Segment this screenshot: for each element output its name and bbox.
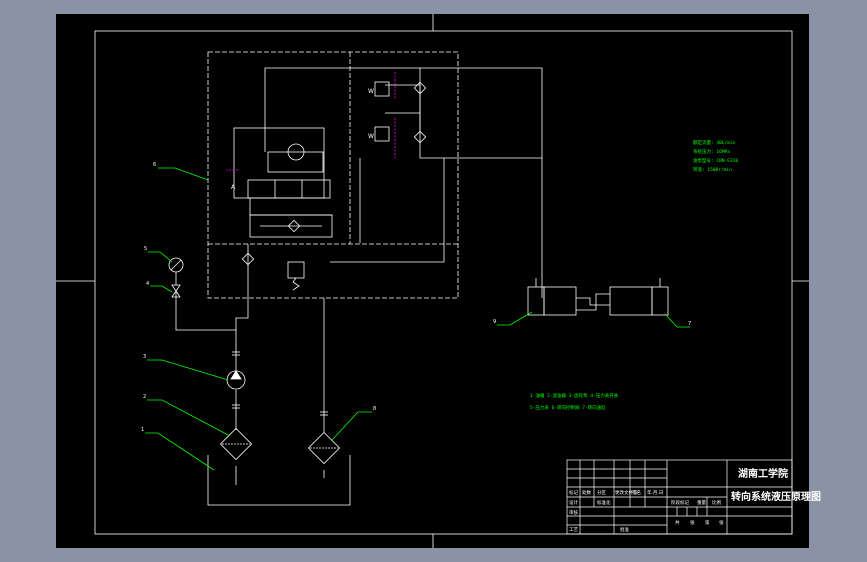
callout-5: 5	[144, 246, 147, 252]
tb-label-count: 处数	[582, 489, 591, 496]
check-valve-lower	[413, 130, 427, 144]
callout-6: 6	[153, 162, 156, 168]
title-block-labels: 标记 处数 分区 更改文件号 签名 年.月.日 设计 标准化 阶段标记 重量 比…	[569, 489, 724, 533]
tb-sheet-total: 共	[675, 519, 680, 526]
callout-8: 8	[373, 406, 376, 412]
legend-line-2: 5-压力表 6-转向控制阀 7-转向油缸	[530, 404, 606, 411]
tb-label-change: 更改文件号	[615, 489, 638, 496]
relief-valve-lower	[374, 126, 390, 142]
tb-label-mark: 标记	[569, 489, 578, 496]
check-valve-pump	[241, 252, 255, 266]
check-valve-top	[413, 81, 427, 95]
motor-symbol	[287, 143, 305, 161]
tb-label-approve: 批准	[620, 526, 629, 533]
tb-label-date: 年.月.日	[647, 489, 663, 496]
callout-4: 4	[146, 281, 149, 287]
relief-upper-label: W	[368, 88, 374, 95]
pilot-lines	[226, 72, 396, 171]
gauge-switch-valve	[171, 284, 181, 298]
legend-line-1: 1-油箱 2-滤油器 3-齿轮泵 4-压力表开关	[530, 392, 619, 399]
tb-sheet-no: 第	[705, 519, 710, 526]
tb-label-review: 审核	[569, 509, 578, 516]
check-valve-mid	[287, 219, 301, 233]
return-filter	[307, 431, 341, 465]
suction-filter	[219, 427, 253, 461]
callout-7: 7	[688, 321, 691, 327]
valve-block-boundary	[207, 51, 459, 299]
spec-line-3: 油泵型号: CBN-E310	[693, 157, 738, 164]
relief-valve-upper	[374, 81, 390, 97]
spec-list: 额定流量: 40L/min 系统压力: 16MPa 油泵型号: CBN-E310…	[693, 139, 738, 173]
component-legend: 1-油箱 2-滤油器 3-齿轮泵 4-压力表开关 5-压力表 6-转向控制阀 7…	[530, 392, 619, 411]
drawing-title: 转向系统液压原理图	[731, 490, 821, 503]
centering-marks	[56, 14, 809, 548]
tb-label-scale: 比例	[712, 499, 721, 506]
tb-label-sign: 签名	[632, 489, 641, 496]
pressure-line-top	[264, 67, 543, 298]
callout-1: 1	[141, 427, 144, 433]
spec-line-1: 额定流量: 40L/min	[693, 139, 736, 146]
valve-spool	[247, 179, 331, 199]
tb-label-design: 设计	[569, 499, 578, 506]
paper-background	[56, 14, 809, 548]
tb-sheet-unit-2: 张	[719, 519, 724, 526]
title-block	[566, 459, 793, 535]
spec-line-2: 系统压力: 16MPa	[693, 148, 730, 155]
tb-label-process: 工艺	[569, 527, 578, 533]
tb-label-standard: 标准化	[597, 499, 611, 506]
callout-3: 3	[143, 354, 146, 360]
leader-lines	[145, 167, 690, 471]
relief-lower-label: W	[368, 133, 374, 140]
valve-spool-label: A	[231, 184, 236, 191]
oil-tank	[207, 455, 351, 506]
callout-9: 9	[493, 319, 496, 325]
hydraulic-schematic	[168, 51, 669, 506]
callout-2: 2	[143, 394, 146, 400]
tb-label-weight: 重量	[697, 499, 706, 506]
school-name: 湖南工学院	[738, 467, 788, 480]
spec-line-4: 转速: 1500r/min	[693, 166, 732, 173]
drawing-border	[94, 30, 793, 535]
tb-sheet-unit-1: 张	[690, 519, 695, 526]
tb-label-stage: 阶段标记	[671, 499, 689, 506]
tb-label-zone: 分区	[597, 489, 606, 496]
